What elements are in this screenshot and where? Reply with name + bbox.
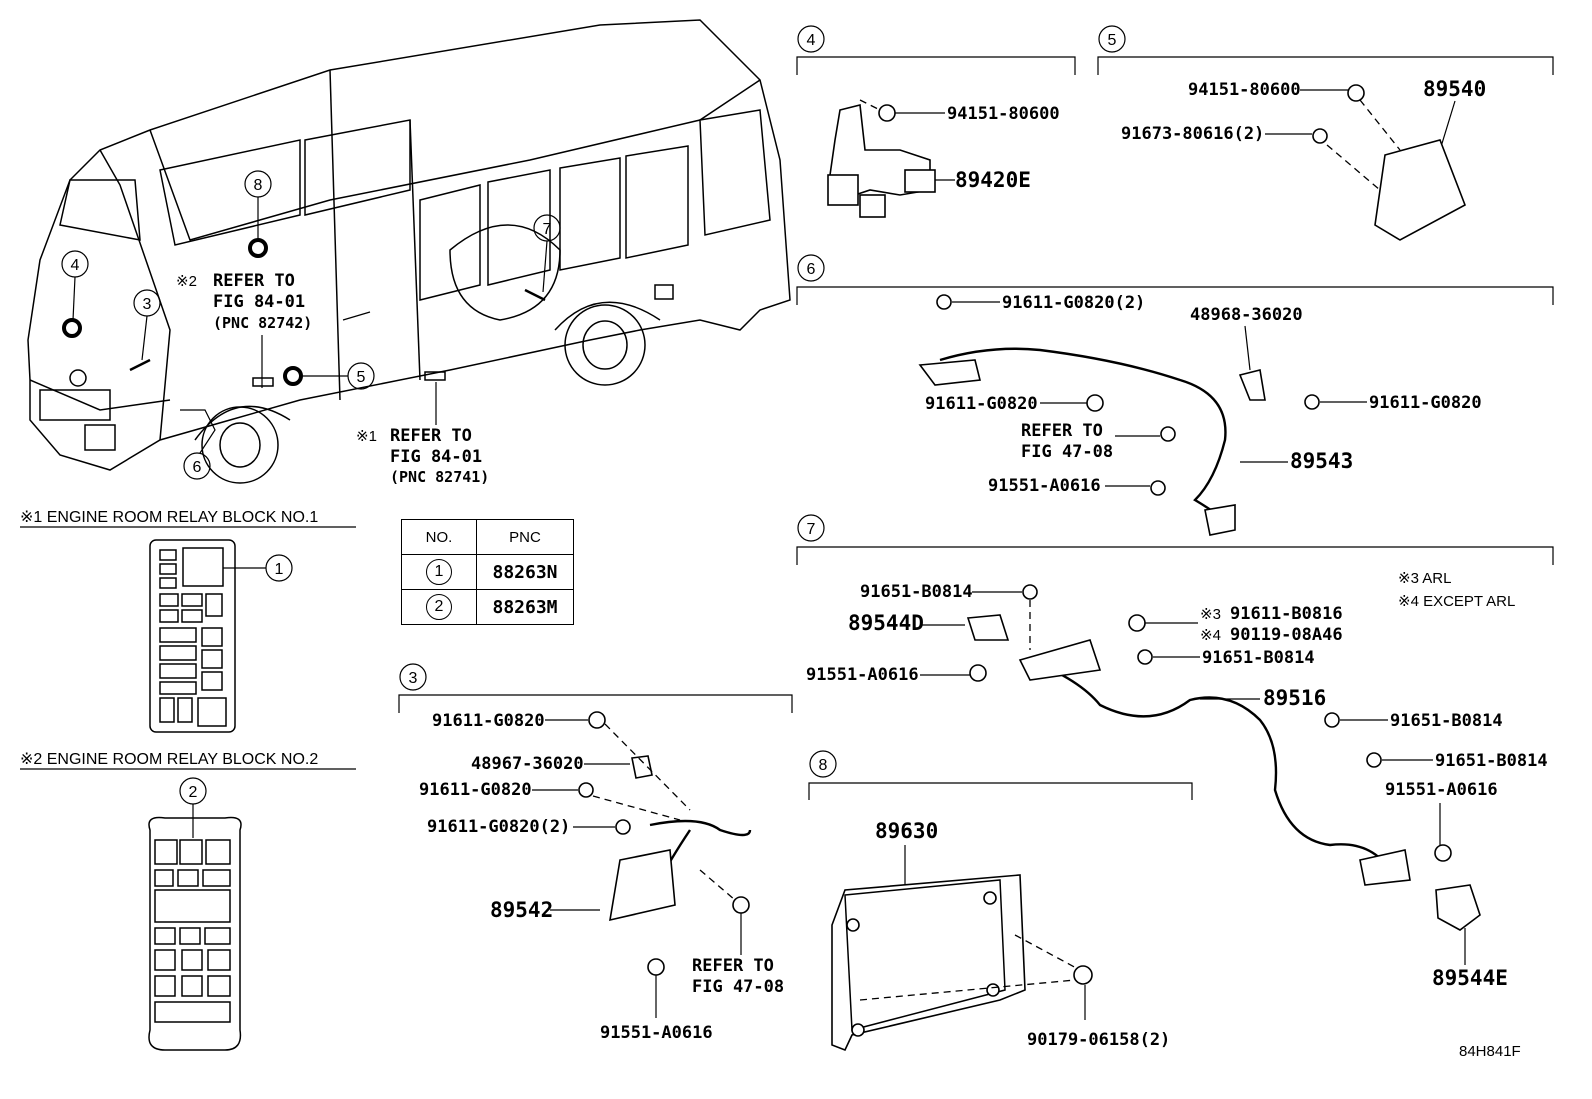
refer-mark-2: ※2 (176, 273, 197, 290)
part-91611-G0820-2-s3: 91611-G0820(2) (427, 817, 570, 837)
part-48968-36020: 48968-36020 (1190, 305, 1303, 325)
part-91611-G0820-s6-right: 91611-G0820 (1369, 393, 1482, 413)
part-91673-80616: 91673-80616(2) (1121, 124, 1264, 144)
pnc-table-header-no: NO. (401, 519, 477, 555)
part-91611-G0820-s6-left: 91611-G0820 (925, 394, 1038, 414)
part-94151-80600-s5: 94151-80600 (1188, 80, 1301, 100)
pnc-table: NO. PNC 1 88263N 2 88263M (401, 519, 574, 625)
part-89544E: 89544E (1432, 966, 1508, 990)
part-89543: 89543 (1290, 449, 1353, 473)
pnc-82741-label: (PNC 82741) (390, 468, 489, 486)
table-row: 1 88263N (401, 554, 574, 590)
section-5: 5 94151-80600 91673-80616(2) 89540 (1097, 25, 1554, 241)
fig-47-08-s6: FIG 47-08 (1021, 442, 1113, 462)
pnc-row-no: 2 (426, 594, 452, 620)
callout-7: 7 (543, 221, 552, 238)
relay-block-2-marker: 2 (189, 784, 198, 801)
part-90119-08A46: 90119-08A46 (1230, 625, 1343, 645)
section-7: 7 ※3 ARL ※4 EXCEPT ARL 91651-B0814 89544… (796, 514, 1554, 990)
section-7-marker: 7 (807, 521, 816, 538)
part-91551-A0616-s7-right: 91551-A0616 (1385, 780, 1498, 800)
part-91551-A0616-s7-left: 91551-A0616 (806, 665, 919, 685)
part-48967-36020: 48967-36020 (471, 754, 584, 774)
part-91551-A0616-s3: 91551-A0616 (600, 1023, 713, 1043)
note-arl: ※3 ARL (1398, 570, 1451, 587)
callout-8: 8 (254, 177, 263, 194)
pnc-table-header-pnc: PNC (476, 519, 574, 555)
part-91611-B0816: 91611-B0816 (1230, 604, 1343, 624)
part-91651-B0814-right1: 91651-B0814 (1390, 711, 1503, 731)
section-6-marker: 6 (807, 261, 816, 278)
callout-3: 3 (143, 296, 152, 313)
part-91651-B0814-top: 91651-B0814 (860, 582, 973, 602)
part-91551-A0616-s6: 91551-A0616 (988, 476, 1101, 496)
section-8: 8 89630 90179-06158(2) (808, 750, 1193, 1052)
part-91611-G0820-2-s6: 91611-G0820(2) (1002, 293, 1145, 313)
part-91651-B0814-right2: 91651-B0814 (1435, 751, 1548, 771)
refer-to-s6: REFER TO (1021, 421, 1103, 441)
section-6: 6 91611-G0820(2) 48968-36020 91611-G0820… (796, 254, 1554, 536)
relay-block-1-title: ※1 ENGINE ROOM RELAY BLOCK NO.1 (20, 509, 318, 526)
pnc-82742-label: (PNC 82742) (213, 314, 312, 332)
fig-84-01-label: FIG 84-01 (213, 292, 305, 312)
mark-4: ※4 (1200, 627, 1221, 644)
section-4: 4 94151-80600 89420E (796, 25, 1076, 218)
refer-mark-1: ※1 (356, 428, 377, 445)
part-91611-G0820-s3-b: 91611-G0820 (419, 780, 532, 800)
section-4-marker: 4 (807, 32, 816, 49)
refer-to-s3: REFER TO (692, 956, 774, 976)
part-91611-G0820-s3-a: 91611-G0820 (432, 711, 545, 731)
note-except-arl: ※4 EXCEPT ARL (1398, 593, 1515, 610)
section-3: 3 91611-G0820 48967-36020 91611-G0820 91… (398, 663, 793, 1043)
callout-4: 4 (71, 257, 80, 274)
part-89630: 89630 (875, 819, 938, 843)
relay-block-1-marker: 1 (275, 561, 284, 578)
section-5-marker: 5 (1108, 32, 1117, 49)
diagram-code: 84H841F (1459, 1043, 1521, 1060)
relay-block-1: ※1 ENGINE ROOM RELAY BLOCK NO.1 1 (20, 509, 356, 733)
pnc-table-header: NO. PNC (401, 519, 574, 555)
pnc-row-value: 88263N (476, 554, 574, 590)
part-94151-80600-s4: 94151-80600 (947, 104, 1060, 124)
pnc-row-value: 88263M (476, 589, 574, 625)
part-89544D: 89544D (848, 611, 924, 635)
vehicle-refer-labels: ※2 REFER TO FIG 84-01 (PNC 82742) ※1 REF… (176, 271, 489, 486)
callout-6: 6 (193, 459, 202, 476)
fig-84-01-label-2: FIG 84-01 (390, 447, 482, 467)
mark-3: ※3 (1200, 606, 1221, 623)
section-3-marker: 3 (409, 670, 418, 687)
table-row: 2 88263M (401, 589, 574, 625)
vehicle-illustration (27, 19, 791, 484)
part-89420E: 89420E (955, 168, 1031, 192)
section-8-marker: 8 (819, 757, 828, 774)
callout-5: 5 (357, 369, 366, 386)
refer-to-label: REFER TO (213, 271, 295, 291)
part-89540: 89540 (1423, 77, 1486, 101)
relay-block-2: ※2 ENGINE ROOM RELAY BLOCK NO.2 2 (20, 751, 356, 1051)
part-89542: 89542 (490, 898, 553, 922)
part-90179-06158: 90179-06158(2) (1027, 1030, 1170, 1050)
vehicle-callouts: 8 4 3 5 7 6 (61, 170, 561, 480)
part-89516: 89516 (1263, 686, 1326, 710)
refer-to-label-2: REFER TO (390, 426, 472, 446)
part-91651-B0814-mid: 91651-B0814 (1202, 648, 1315, 668)
fig-47-08-s3: FIG 47-08 (692, 977, 784, 997)
pnc-row-no: 1 (426, 559, 452, 585)
relay-block-2-title: ※2 ENGINE ROOM RELAY BLOCK NO.2 (20, 751, 318, 768)
